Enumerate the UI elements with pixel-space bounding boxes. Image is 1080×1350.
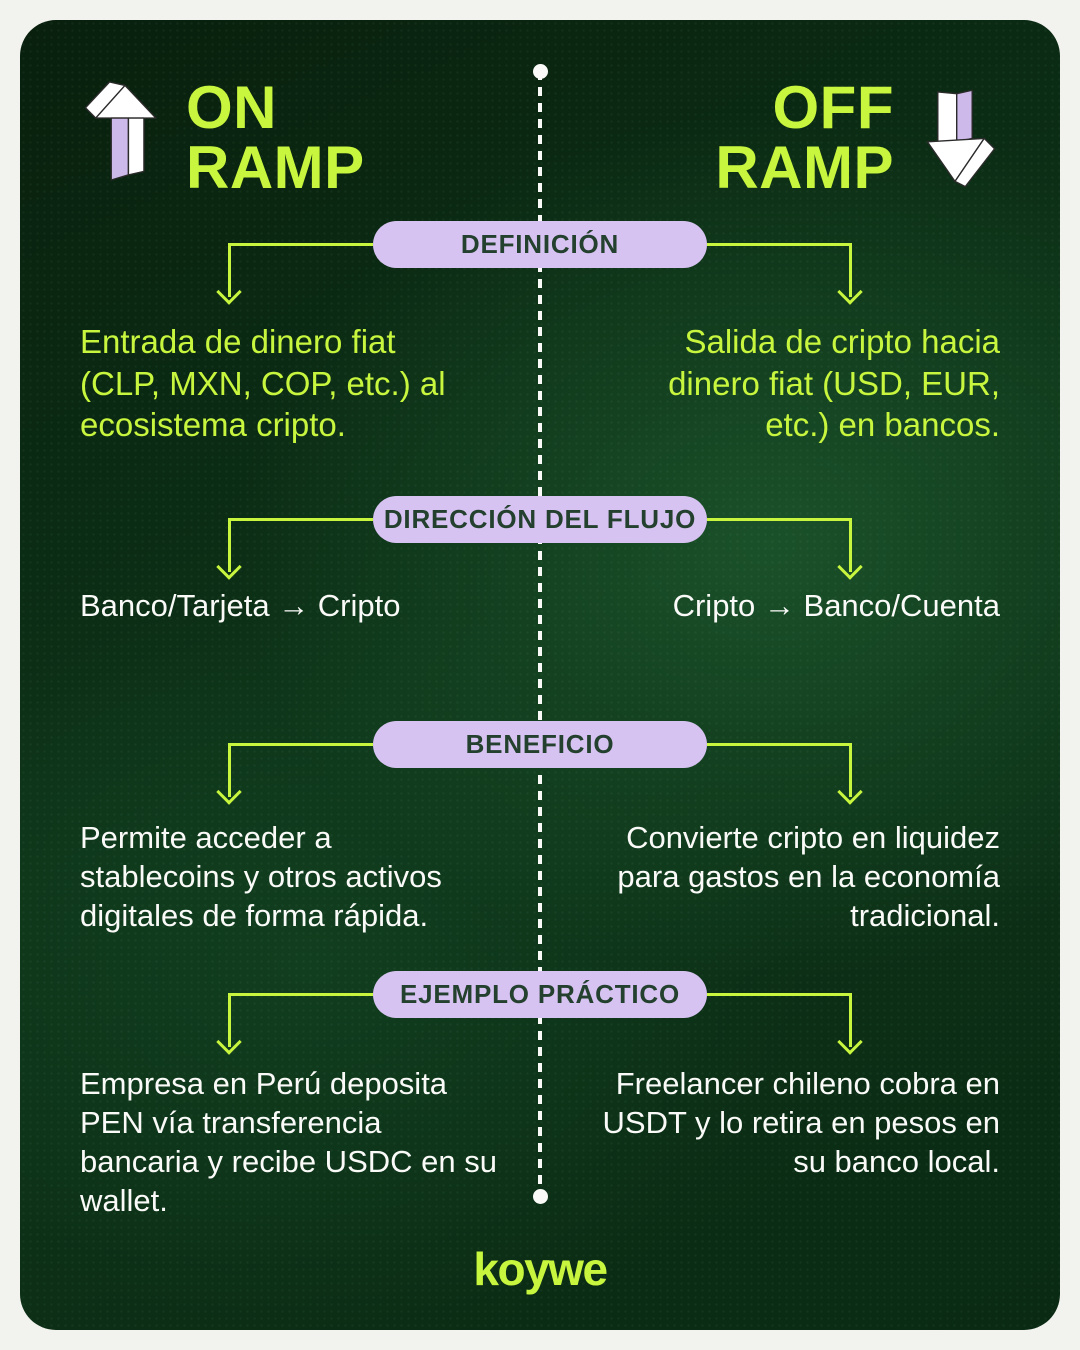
- arrow-down-3d-icon: [926, 89, 996, 188]
- off-ramp-flow-text: Cripto → Banco/Cuenta: [672, 588, 1000, 623]
- connector-bracket-right: [707, 743, 852, 797]
- connector-bracket-left: [228, 518, 373, 572]
- section-content: Empresa en Perú deposita PEN vía transfe…: [20, 1064, 1060, 1220]
- on-ramp-title: ON RAMP: [186, 74, 365, 201]
- center-line-bottom-dot: [533, 1189, 548, 1204]
- off-ramp-benefit-text: Convierte cripto en liquidez para gastos…: [617, 820, 1000, 934]
- section-badge-label: DEFINICIÓN: [460, 229, 620, 259]
- section-content: Banco/Tarjeta → Cripto Cripto → Banco/Cu…: [20, 586, 1060, 625]
- connector-bracket-right: [707, 993, 852, 1047]
- section-content: Entrada de dinero fiat (CLP, MXN, COP, e…: [20, 321, 1060, 446]
- connector-bracket-right: [707, 518, 852, 572]
- on-ramp-definition-text: Entrada de dinero fiat (CLP, MXN, COP, e…: [80, 323, 446, 444]
- section-badge: DIRECCIÓN DEL FLUJO: [373, 496, 707, 543]
- off-ramp-example-text: Freelancer chileno cobra en USDT y lo re…: [602, 1066, 1000, 1180]
- connector-bracket-left: [228, 993, 373, 1047]
- connector-bracket-left: [228, 243, 373, 297]
- center-dashed-line: [538, 71, 542, 1196]
- on-ramp-header: ON RAMP: [82, 72, 365, 198]
- center-line-top-dot: [533, 64, 548, 79]
- on-ramp-example-text: Empresa en Perú deposita PEN vía transfe…: [80, 1066, 497, 1219]
- section-badge-label: BENEFICIO: [465, 729, 615, 759]
- section-badge: DEFINICIÓN: [373, 221, 707, 268]
- section-badge: EJEMPLO PRÁCTICO: [373, 971, 707, 1018]
- koywe-logo: koywe: [473, 1243, 608, 1295]
- on-ramp-benefit-text: Permite acceder a stablecoins y otros ac…: [80, 820, 442, 934]
- section-badge-label: EJEMPLO PRÁCTICO: [399, 979, 681, 1009]
- off-ramp-title: OFF RAMP: [715, 74, 894, 201]
- off-ramp-header: OFF RAMP: [715, 72, 998, 200]
- on-ramp-flow-text: Banco/Tarjeta → Cripto: [80, 588, 401, 623]
- off-ramp-definition-text: Salida de cripto hacia dinero fiat (USD,…: [668, 323, 1000, 444]
- section-content: Permite acceder a stablecoins y otros ac…: [20, 818, 1060, 935]
- connector-bracket-right: [707, 243, 852, 297]
- connector-bracket-left: [228, 743, 373, 797]
- arrow-up-3d-icon: [84, 81, 157, 181]
- section-badge: BENEFICIO: [373, 721, 707, 768]
- section-badge-label: DIRECCIÓN DEL FLUJO: [383, 504, 697, 534]
- infographic-card: ON RAMP OFF RAMP DEFINICIÓN Entrada de d…: [20, 20, 1060, 1330]
